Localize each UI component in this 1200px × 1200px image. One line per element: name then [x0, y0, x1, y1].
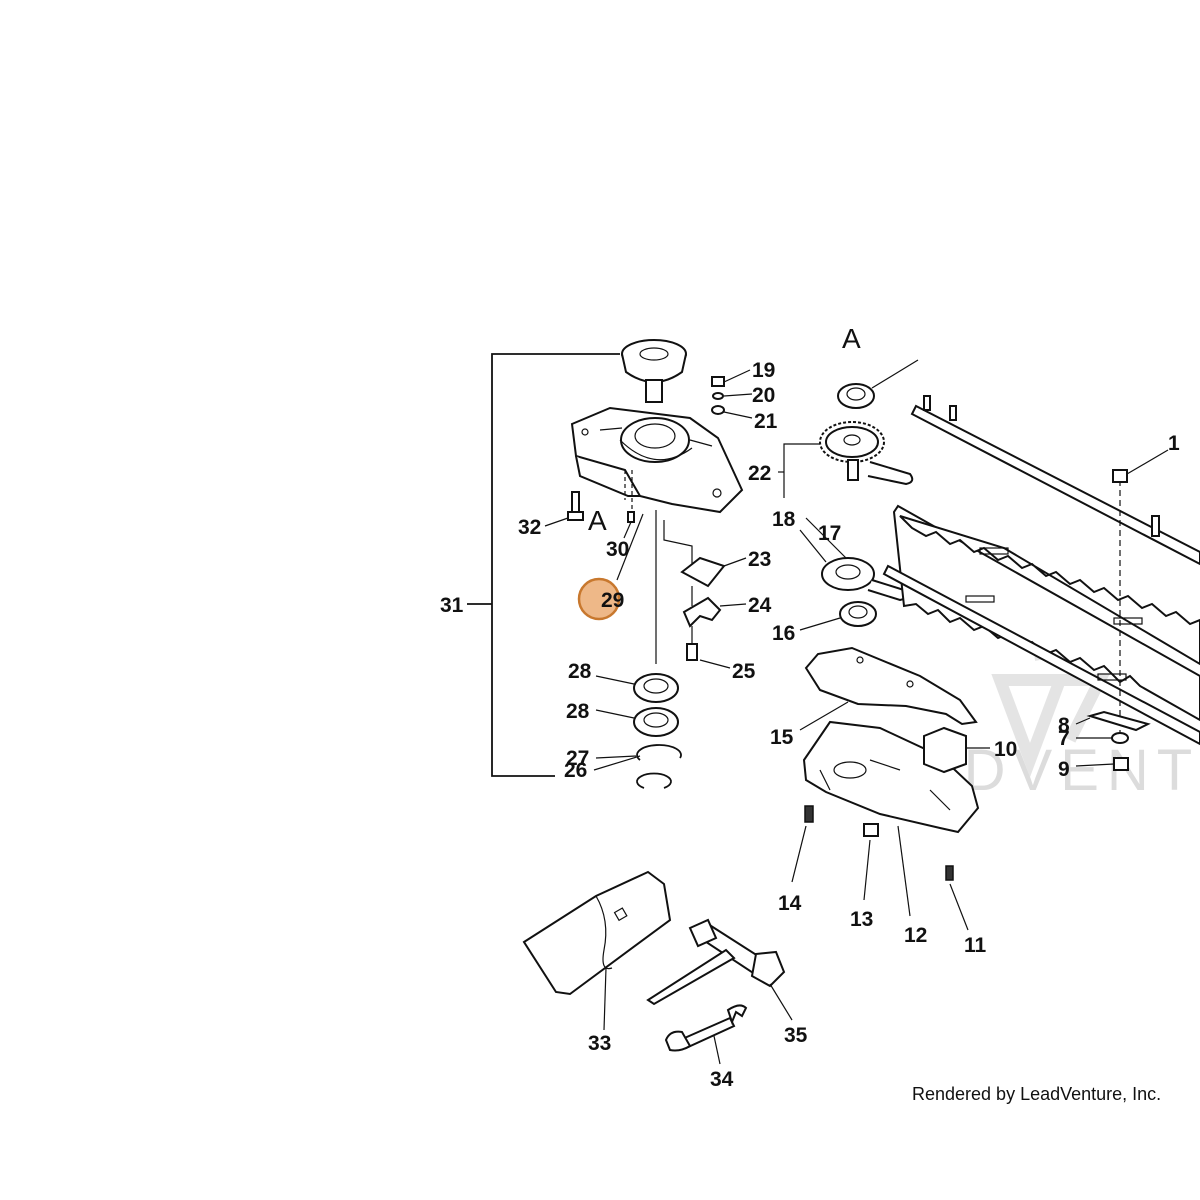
screw-14	[791, 805, 814, 883]
washer-21	[711, 405, 753, 419]
gasket-15	[799, 646, 978, 731]
label-20[interactable]: 20	[752, 384, 775, 407]
plate-8	[1075, 710, 1151, 732]
blade-assembly	[882, 395, 1200, 746]
label-1[interactable]: 1	[1168, 432, 1180, 455]
bracket-24	[682, 586, 747, 628]
label-detail-a-top: A	[842, 323, 861, 354]
label-17[interactable]: 17	[818, 522, 841, 545]
open-wrench-34	[664, 1004, 748, 1065]
gear-22	[778, 421, 914, 498]
label-9[interactable]: 9	[1058, 758, 1070, 781]
label-27[interactable]: 27	[566, 747, 589, 770]
bearing-28-lower	[595, 707, 679, 737]
tool-bag-33	[522, 870, 672, 1031]
bolt-32	[544, 491, 584, 527]
label-28-lower[interactable]: 28	[566, 700, 590, 723]
washer-7	[1076, 732, 1129, 744]
label-26[interactable]: 26	[564, 759, 587, 782]
bearing-28-upper	[595, 673, 679, 703]
label-detail-a-left: A	[588, 505, 607, 536]
nut-13	[863, 823, 879, 901]
screw-25	[686, 626, 731, 669]
label-29[interactable]: 29	[601, 589, 624, 612]
gear-case-housing	[570, 406, 744, 514]
cam-plate-17	[821, 557, 908, 602]
snap-ring-27	[595, 744, 682, 761]
render-credit: Rendered by LeadVenture, Inc.	[912, 1084, 1162, 1104]
label-34[interactable]: 34	[710, 1068, 734, 1091]
leader-29	[616, 513, 644, 581]
leaders-17-18	[799, 517, 847, 563]
nut-19	[711, 369, 751, 387]
box-wrench-35	[646, 918, 793, 1021]
label-24[interactable]: 24	[748, 594, 772, 617]
clutch-drum	[621, 339, 687, 403]
label-32[interactable]: 32	[518, 516, 541, 539]
label-35[interactable]: 35	[784, 1024, 808, 1047]
label-21[interactable]: 21	[754, 410, 778, 433]
label-7[interactable]: 7	[1058, 727, 1070, 750]
washer-20	[712, 392, 753, 400]
label-11[interactable]: 11	[964, 934, 987, 957]
label-14[interactable]: 14	[778, 892, 802, 915]
label-31[interactable]: 31	[440, 594, 464, 617]
bearing-a	[837, 359, 919, 409]
plate-23	[663, 520, 747, 588]
snap-ring-26	[593, 755, 672, 789]
bearing-16	[799, 601, 877, 631]
highlight-marker-29[interactable]	[577, 577, 621, 621]
label-25[interactable]: 25	[732, 660, 756, 683]
label-13[interactable]: 13	[850, 908, 873, 931]
label-10[interactable]: 10	[994, 738, 1017, 761]
cover-10	[923, 726, 990, 774]
label-23[interactable]: 23	[748, 548, 771, 571]
label-16[interactable]: 16	[772, 622, 795, 645]
label-19[interactable]: 19	[752, 359, 775, 382]
nut-9	[1075, 757, 1129, 771]
label-18[interactable]: 18	[772, 508, 796, 531]
label-22[interactable]: 22	[748, 462, 771, 485]
label-12[interactable]: 12	[904, 924, 927, 947]
label-8[interactable]: 8	[1058, 714, 1070, 737]
part-labels: 1 7 8 9 10 11 12 13 14 15 16 17 18 19 20…	[440, 323, 1180, 1091]
screw-11	[945, 865, 969, 931]
bracket-31	[467, 353, 620, 777]
label-33[interactable]: 33	[588, 1032, 611, 1055]
label-28-upper[interactable]: 28	[568, 660, 592, 683]
pin-30	[623, 511, 635, 539]
lower-case-12	[802, 720, 980, 917]
label-15[interactable]: 15	[770, 726, 794, 749]
label-30[interactable]: 30	[606, 538, 629, 561]
